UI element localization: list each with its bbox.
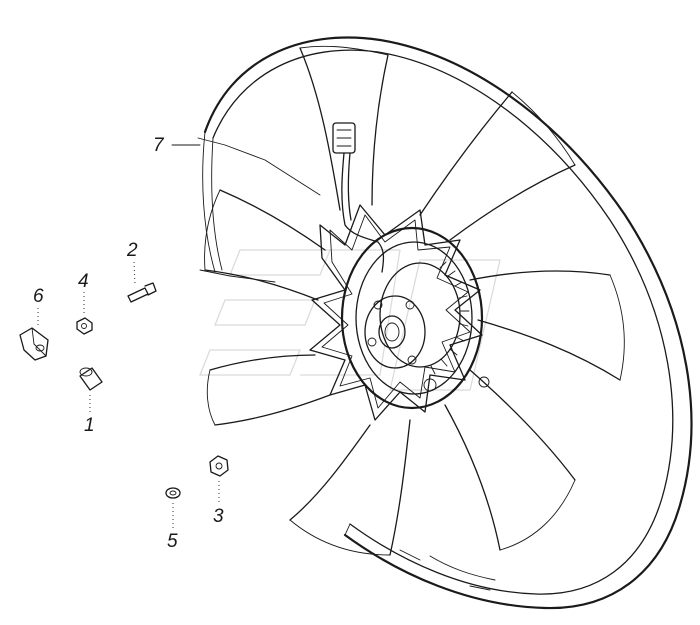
callout-part-6: 6 [33, 286, 44, 307]
part-2-bolt [127, 282, 157, 303]
speed-sensor-cable [332, 122, 385, 273]
fan-blades [197, 45, 625, 556]
part-6-clip [19, 327, 49, 361]
part-3-nut [209, 455, 229, 477]
callout-part-7: 7 [153, 135, 165, 156]
callout-part-2: 2 [126, 240, 138, 261]
leader-lines [37, 144, 220, 528]
callout-part-5: 5 [167, 531, 178, 552]
fan-shroud [202, 36, 693, 610]
callout-part-4: 4 [78, 271, 89, 292]
callout-part-3: 3 [213, 506, 224, 527]
part-1-bushing [79, 367, 103, 391]
part-5-washer [165, 487, 181, 499]
fan-hub [340, 226, 490, 410]
part-4-nut [76, 317, 93, 335]
hub-spider [309, 204, 483, 421]
callout-part-1: 1 [84, 415, 95, 436]
